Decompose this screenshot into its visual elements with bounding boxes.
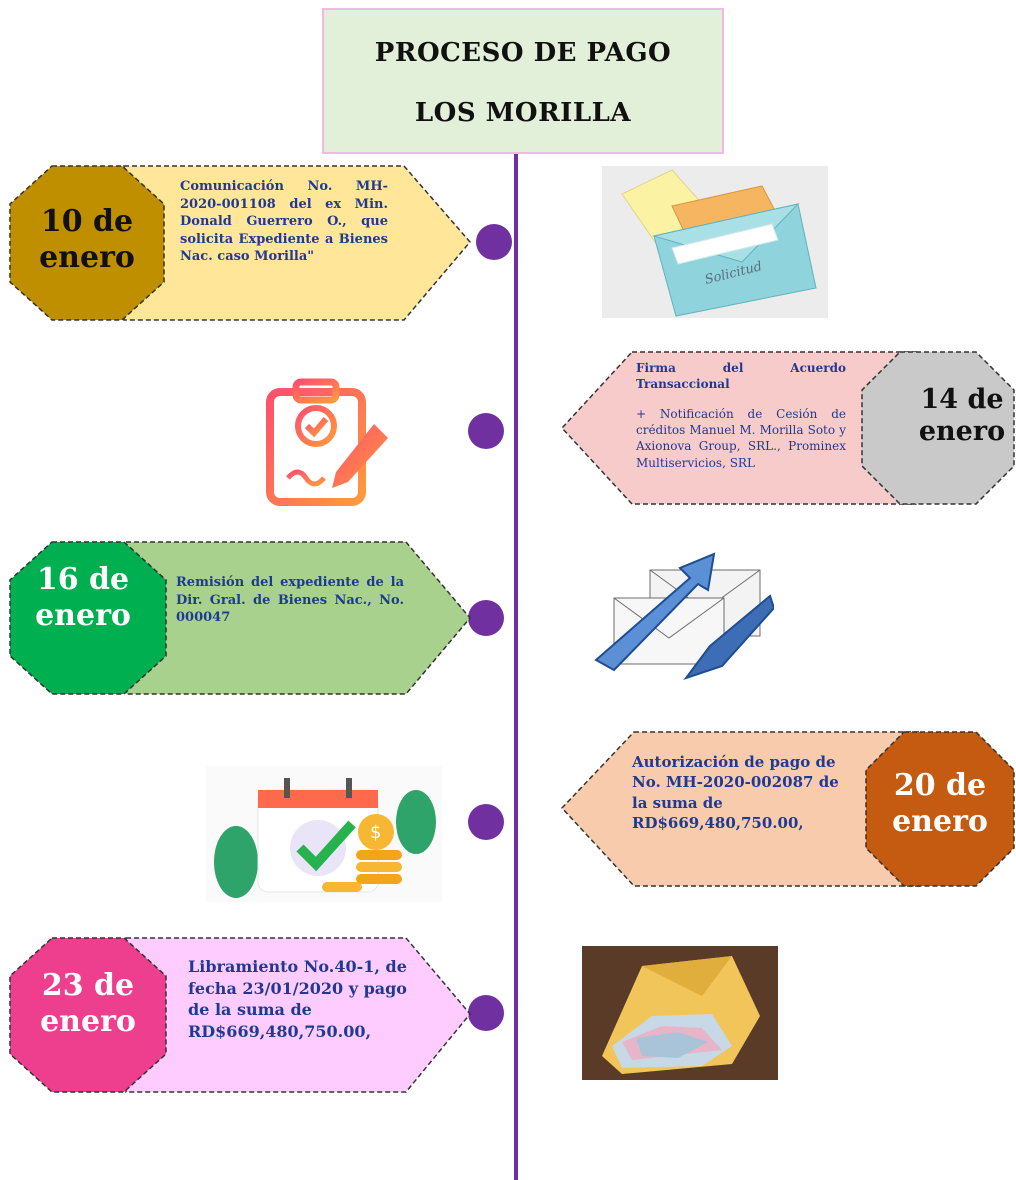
event-description: + Notificación de Cesión de créditos Man… bbox=[636, 407, 846, 470]
event-date: 10 de enero bbox=[39, 204, 135, 275]
event-card-2: 14 de enero Firma del Acuerdo Transaccio… bbox=[560, 350, 1016, 506]
timeline-dot bbox=[468, 600, 504, 636]
event-description: Libramiento No.40-1, de fecha 23/01/2020… bbox=[188, 957, 407, 1041]
calendar-check-coins-icon: $ bbox=[206, 766, 442, 902]
clipboard-signature-icon bbox=[262, 374, 398, 506]
envelope-money-photo bbox=[582, 946, 778, 1080]
event-card-1: 10 de enero Comunicación No. MH-2020-001… bbox=[4, 164, 472, 322]
event-card-4: 20 de enero Autorización de pago de No. … bbox=[560, 730, 1016, 888]
event-description-title: Firma del Acuerdo Transaccional bbox=[636, 361, 846, 392]
event-card-5: 23 de enero Libramiento No.40-1, de fech… bbox=[8, 936, 472, 1094]
forward-mail-icon bbox=[590, 548, 776, 696]
event-card-3: 16 de enero Remisión del expediente de l… bbox=[8, 540, 472, 696]
event-date: 16 de enero bbox=[35, 562, 131, 633]
title-box: PROCESO DE PAGO LOS MORILLA bbox=[322, 8, 724, 154]
event-date: 20 de enero bbox=[892, 768, 988, 839]
timeline-axis bbox=[514, 154, 518, 1180]
timeline-dot bbox=[468, 995, 504, 1031]
event-date: 14 de enero bbox=[918, 384, 1006, 448]
title-line-1: PROCESO DE PAGO bbox=[374, 38, 672, 68]
timeline-dot bbox=[468, 413, 504, 449]
event-description: Comunicación No. MH-2020-001108 del ex M… bbox=[180, 179, 388, 265]
svg-text:$: $ bbox=[370, 822, 381, 843]
envelopes-solicitud-icon: Solicitud bbox=[602, 166, 828, 318]
event-date: 23 de enero bbox=[40, 968, 136, 1039]
event-description: Remisión del expediente de la Dir. Gral.… bbox=[176, 575, 404, 626]
timeline-dot bbox=[476, 224, 512, 260]
event-description: Autorización de pago de No. MH-2020-0020… bbox=[632, 753, 839, 832]
timeline-dot bbox=[468, 804, 504, 840]
title-line-2: LOS MORILLA bbox=[414, 98, 632, 128]
